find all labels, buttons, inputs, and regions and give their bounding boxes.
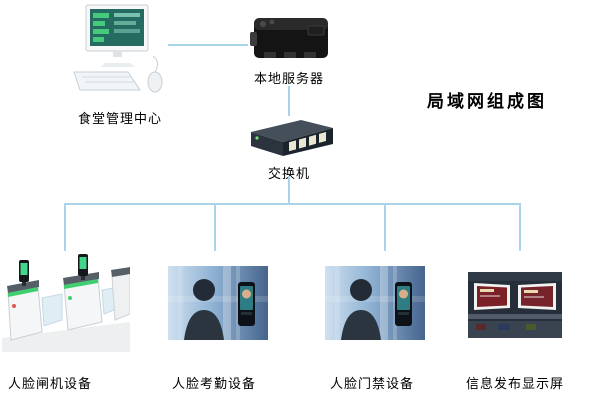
link-switch-bus — [288, 176, 290, 204]
drop-line-attendance — [214, 203, 216, 251]
face-attendance-label: 人脸考勤设备 — [172, 376, 257, 391]
face-access-image — [325, 266, 425, 340]
drop-line-gate — [64, 203, 66, 251]
face-attendance-image — [168, 266, 268, 340]
info-display-label: 信息发布显示屏 — [466, 376, 565, 391]
drop-line-display — [519, 203, 521, 251]
local-server-label: 本地服务器 — [253, 71, 324, 86]
switch-icon — [243, 114, 335, 162]
face-gate-label: 人脸闸机设备 — [8, 376, 93, 391]
face-access-label: 人脸门禁设备 — [330, 376, 415, 391]
face-gate-image — [2, 250, 130, 352]
drop-line-access — [384, 203, 386, 251]
bus-line — [64, 203, 521, 205]
switch-label: 交换机 — [267, 166, 310, 181]
management-center-label: 食堂管理中心 — [77, 111, 162, 126]
diagram-title: 局域网组成图 — [427, 92, 547, 111]
link-server-switch — [288, 86, 290, 116]
management-computer-icon — [70, 4, 170, 98]
info-display-image — [468, 272, 562, 338]
link-computer-server — [168, 44, 248, 46]
local-server-icon — [250, 12, 332, 64]
